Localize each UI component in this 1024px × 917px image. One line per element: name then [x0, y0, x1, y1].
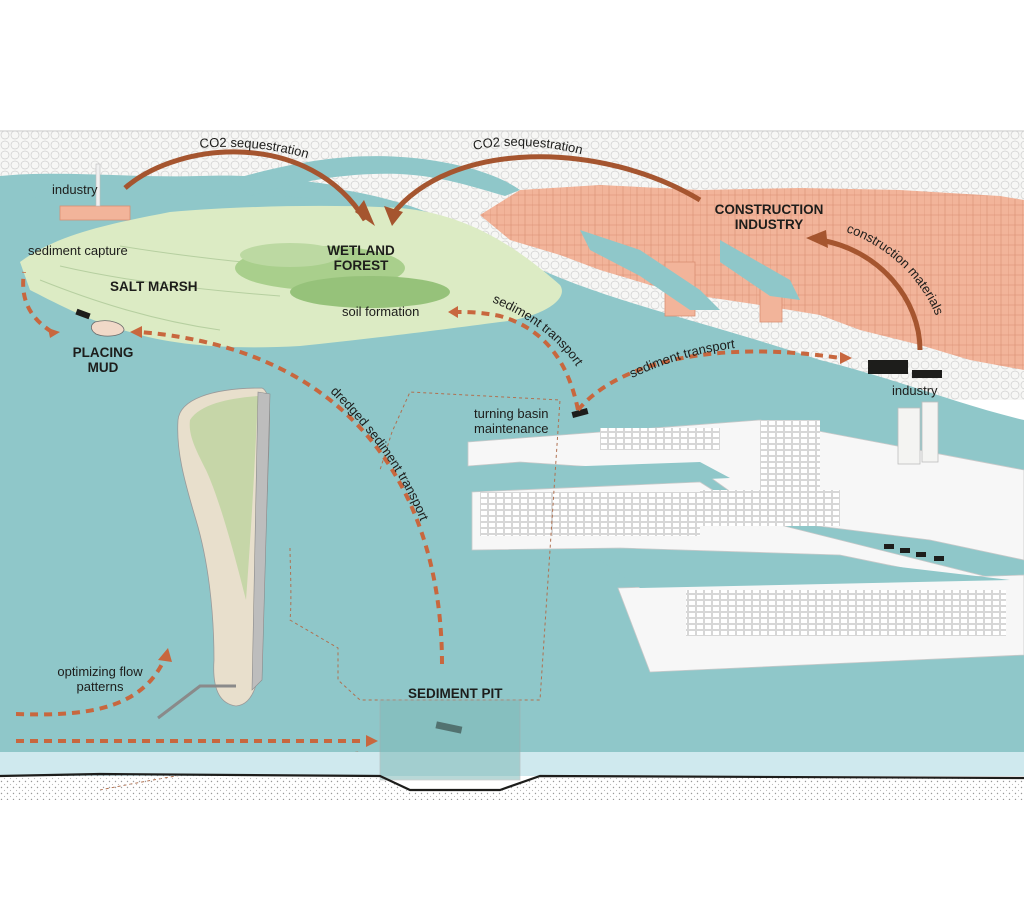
- barges: [884, 544, 944, 561]
- co2-arrow-right: [390, 154, 702, 217]
- turning-basin-label: turning basin maintenance: [474, 406, 549, 436]
- sediment-transport-mid-arrow: [455, 310, 580, 411]
- sediment-transport-right-arrow: [576, 349, 841, 412]
- flow-arrow-upper: [15, 659, 166, 717]
- industry-right-block: [868, 360, 908, 374]
- seabed-soil: [0, 774, 1024, 800]
- industry-left-label: industry: [52, 182, 98, 197]
- sediment-pit: [379, 699, 521, 781]
- placing-mud-area: [90, 320, 125, 337]
- channel-boundary: [289, 391, 561, 701]
- industry-right-label: industry: [892, 383, 938, 398]
- jetty: [157, 684, 236, 720]
- construction-industry-label: CONSTRUCTION INDUSTRY: [714, 202, 824, 232]
- sediment-pit-label: SEDIMENT PIT: [408, 686, 503, 701]
- basin-water: [472, 462, 730, 490]
- soil-formation-label: soil formation: [342, 304, 420, 319]
- marsh-edge-arrow: [21, 271, 54, 334]
- city-canal: [720, 240, 800, 300]
- placing-mud-label: PLACING MUD: [72, 345, 134, 375]
- co2-arrow-left: [123, 149, 368, 222]
- seabed-line: [0, 772, 1024, 792]
- turning-basin-boat: [571, 408, 589, 418]
- salt-marsh-label: SALT MARSH: [110, 279, 198, 294]
- dredger-boat: [75, 308, 91, 320]
- basin-water: [600, 560, 1010, 588]
- optimizing-flow-label: optimizing flow patterns: [57, 664, 143, 694]
- city-canal: [580, 230, 720, 310]
- wetland-forest-label: WETLAND FOREST: [327, 243, 395, 273]
- industry-left-block: [59, 205, 131, 221]
- construction-materials-arrow: [819, 237, 923, 351]
- sediment-capture-label: sediment capture: [28, 243, 128, 258]
